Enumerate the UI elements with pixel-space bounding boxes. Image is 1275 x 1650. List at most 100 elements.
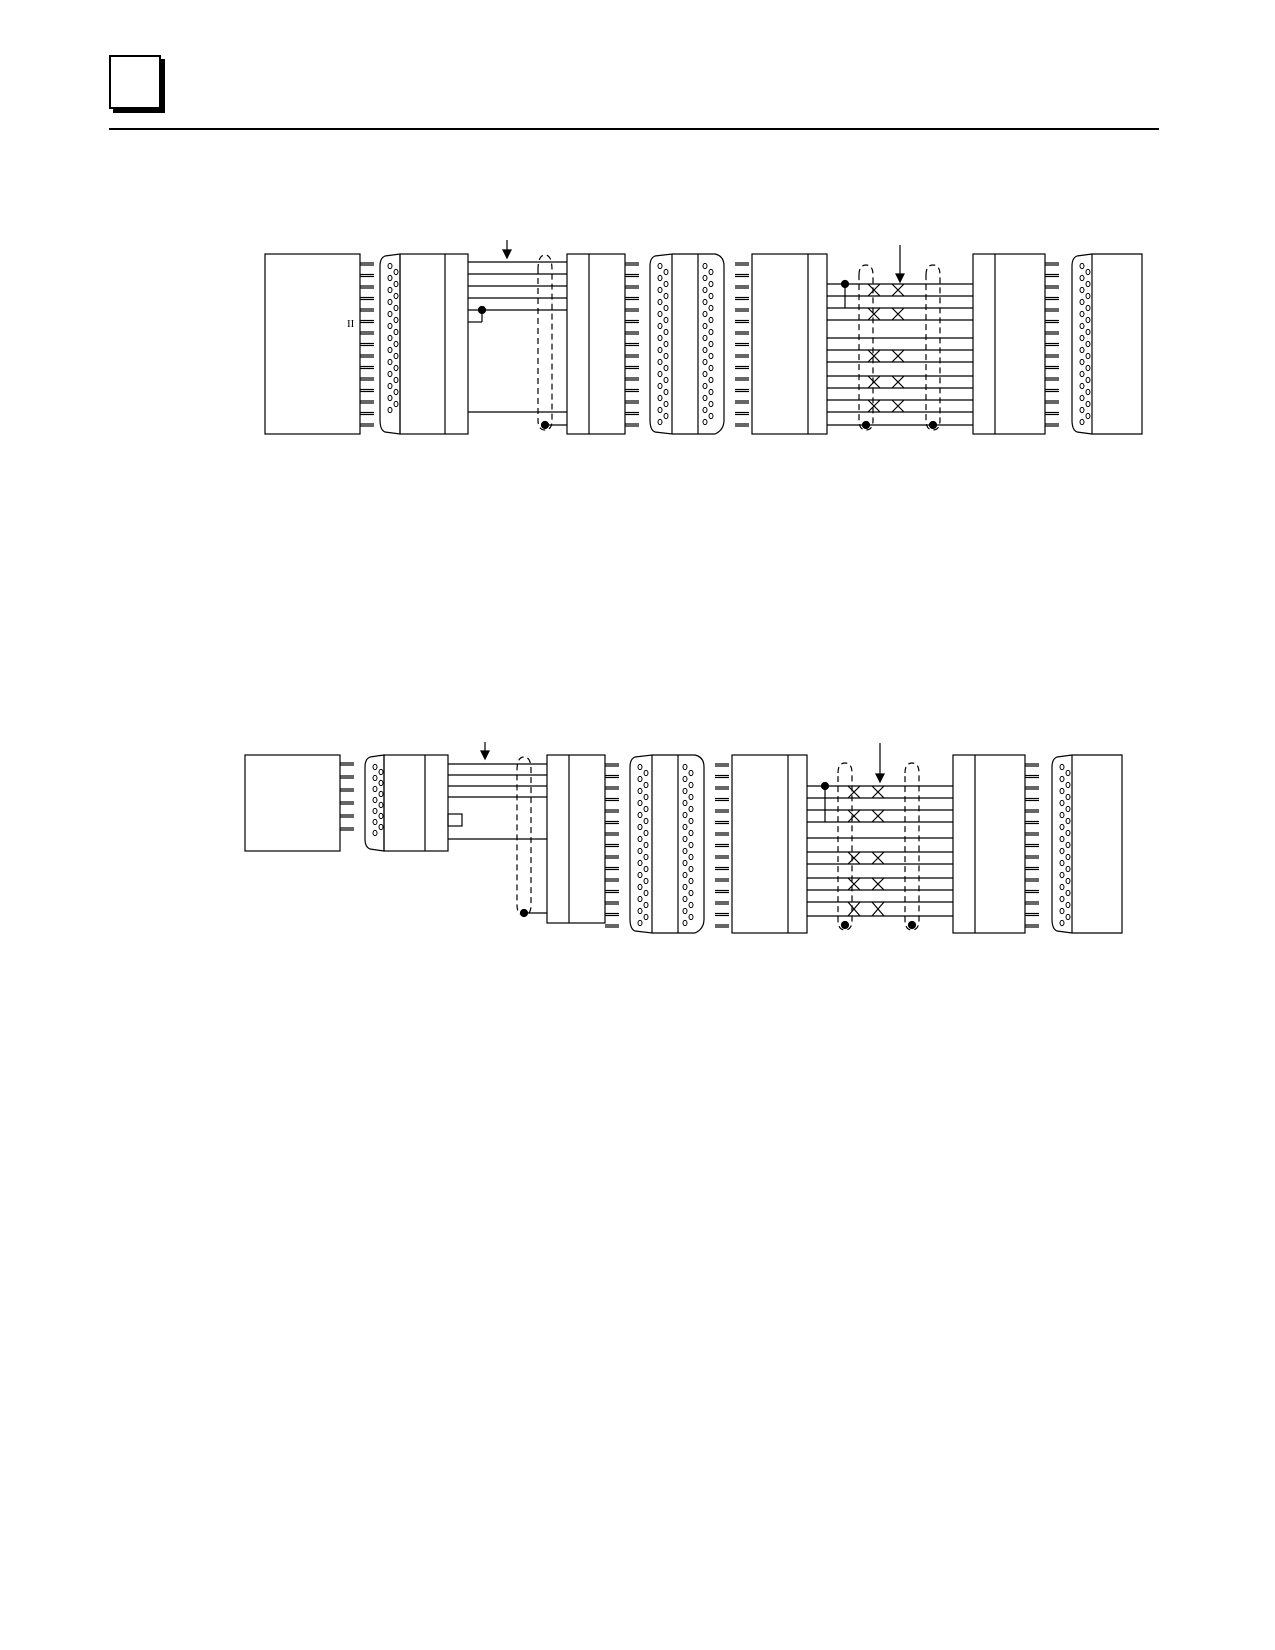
socket-hole [393, 280, 399, 288]
socket-hole [1059, 883, 1065, 891]
socket-hole [1079, 334, 1085, 342]
junction-dot [907, 920, 917, 930]
twist-cross [867, 307, 881, 321]
socket-hole [637, 919, 643, 927]
end-connector-2 [1051, 754, 1123, 934]
socket-hole [387, 322, 393, 330]
socket-hole [708, 388, 714, 396]
socket-hole [1065, 865, 1071, 873]
socket-hole [372, 774, 378, 782]
socket-hole [393, 316, 399, 324]
connector-dsub-1 [379, 253, 401, 435]
socket-hole [387, 382, 393, 390]
socket-hole [643, 829, 649, 837]
socket-hole [387, 298, 393, 306]
socket-hole [708, 376, 714, 384]
socket-hole [663, 280, 669, 288]
socket-hole [657, 358, 663, 366]
socket-hole [682, 799, 688, 807]
socket-hole [688, 865, 694, 873]
cable-run-2 [447, 763, 547, 918]
socket-hole [688, 889, 694, 897]
socket-hole [663, 352, 669, 360]
socket-hole [643, 793, 649, 801]
socket-hole [378, 779, 384, 787]
socket-hole [702, 418, 708, 426]
socket-hole [1059, 919, 1065, 927]
socket-hole [657, 394, 663, 402]
socket-hole [387, 310, 393, 318]
socket-hole [1085, 316, 1091, 324]
socket-hole [1079, 310, 1085, 318]
adapter-pins-1 [625, 262, 639, 427]
cable-diagram-2 [244, 742, 1123, 934]
socket-hole [637, 823, 643, 831]
socket-hole [1085, 328, 1091, 336]
socket-hole [663, 292, 669, 300]
socket-hole [387, 286, 393, 294]
socket-hole [682, 835, 688, 843]
socket-hole [393, 304, 399, 312]
socket-hole [663, 340, 669, 348]
twist-cross [871, 877, 885, 891]
connector-dsub-2 [364, 754, 385, 852]
twist-cross [871, 851, 885, 865]
twisted-pair-run-2 [807, 781, 953, 930]
twist-cross [867, 399, 881, 413]
socket-hole [663, 376, 669, 384]
converter-block-2 [731, 754, 808, 934]
socket-hole [378, 768, 384, 776]
junction-dot [861, 420, 871, 430]
socket-hole [372, 829, 378, 837]
socket-hole [702, 286, 708, 294]
socket-hole [637, 763, 643, 771]
socket-hole [1059, 775, 1065, 783]
socket-hole [393, 376, 399, 384]
socket-hole [702, 382, 708, 390]
arrow-4 [875, 743, 885, 784]
socket-hole [682, 787, 688, 795]
socket-hole [393, 352, 399, 360]
socket-hole [657, 346, 663, 354]
socket-hole [708, 280, 714, 288]
socket-hole [1085, 268, 1091, 276]
socket-hole [643, 805, 649, 813]
socket-hole [1085, 292, 1091, 300]
socket-hole [1065, 877, 1071, 885]
terminal-block-2 [952, 754, 1026, 934]
socket-hole [702, 262, 708, 270]
socket-hole [1079, 394, 1085, 402]
socket-hole [387, 358, 393, 366]
socket-hole [663, 268, 669, 276]
socket-hole [702, 310, 708, 318]
socket-hole [1079, 358, 1085, 366]
twist-cross [891, 399, 905, 413]
socket-hole [1079, 322, 1085, 330]
socket-hole [663, 304, 669, 312]
socket-hole [663, 388, 669, 396]
socket-hole [393, 340, 399, 348]
junction-dot [840, 920, 850, 930]
socket-hole [657, 310, 663, 318]
socket-hole [688, 853, 694, 861]
socket-hole [682, 919, 688, 927]
device-box-left-2 [244, 754, 341, 852]
socket-hole [708, 364, 714, 372]
socket-hole [1059, 787, 1065, 795]
socket-hole [663, 316, 669, 324]
socket-hole [682, 859, 688, 867]
device-marker-label: II [347, 318, 355, 330]
socket-hole [637, 859, 643, 867]
socket-hole [688, 793, 694, 801]
socket-hole [1065, 781, 1071, 789]
socket-hole [1079, 286, 1085, 294]
socket-hole [1059, 811, 1065, 819]
socket-hole [372, 763, 378, 771]
twist-cross [891, 375, 905, 389]
twist-cross [871, 901, 885, 917]
socket-hole [708, 268, 714, 276]
socket-hole [682, 907, 688, 915]
socket-hole [637, 799, 643, 807]
socket-hole [372, 807, 378, 815]
arrow-2 [895, 245, 905, 284]
